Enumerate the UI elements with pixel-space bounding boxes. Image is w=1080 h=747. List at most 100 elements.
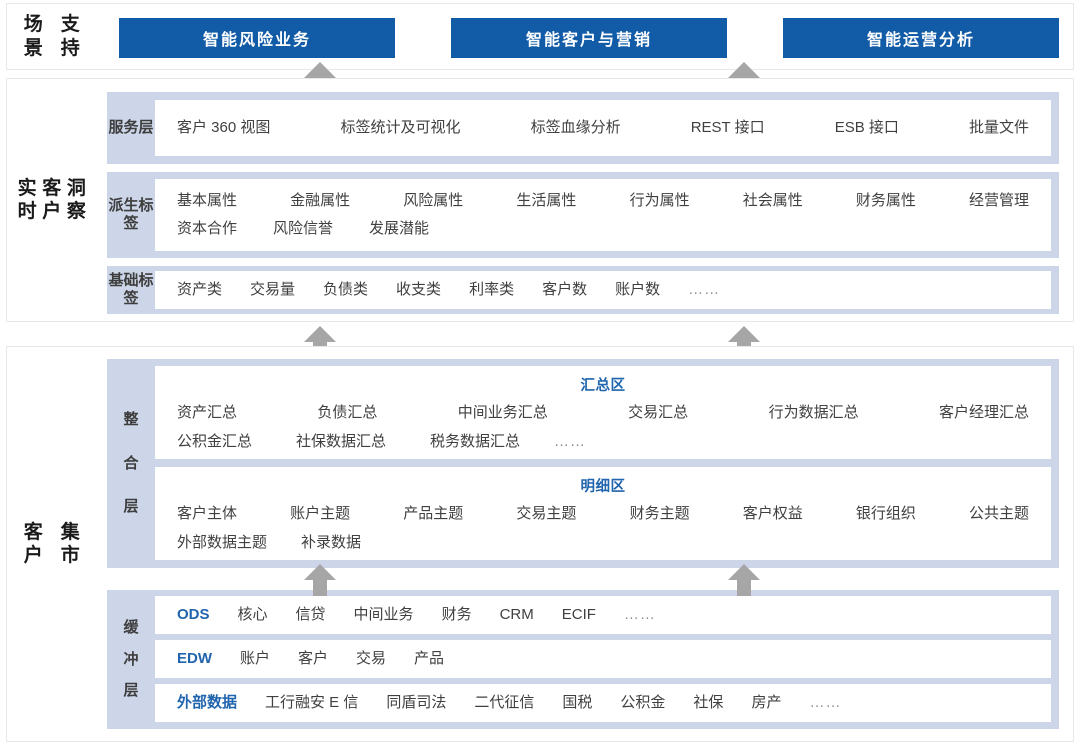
panel-service-layer: 服务层 客户 360 视图 标签统计及可视化 标签血缘分析 REST 接口 ES… xyxy=(107,92,1059,164)
base-tags-row: 资产类 交易量 负债类 收支类 利率类 客户数 账户数 …… xyxy=(177,276,1029,305)
tag-item[interactable]: 社会属性 xyxy=(742,191,803,209)
service-item[interactable]: 客户 360 视图 xyxy=(177,118,271,136)
detail-item[interactable]: 银行组织 xyxy=(855,505,916,522)
buffer-item[interactable]: 同盾司法 xyxy=(386,693,447,711)
tag-item[interactable]: 风险属性 xyxy=(403,191,464,209)
buffer-item[interactable]: 房产 xyxy=(751,693,782,711)
service-item[interactable]: 批量文件 xyxy=(968,118,1029,136)
buffer-item-ellipsis: …… xyxy=(623,605,656,623)
summary-item[interactable]: 中间业务汇总 xyxy=(457,404,548,421)
section-scene-support: 场景支持 智能风险业务 智能客户与营销 智能运营分析 xyxy=(6,3,1074,70)
sublayer-label-buffer: 缓 冲 层 xyxy=(107,590,155,729)
tag-item[interactable]: 经营管理 xyxy=(968,191,1029,209)
detail-item[interactable]: 公共主题 xyxy=(968,505,1029,522)
up-arrow-icon xyxy=(303,562,337,596)
tag-item[interactable]: 资本合作 xyxy=(177,220,238,237)
card-buffer-ods: ODS 核心 信贷 中间业务 财务 CRM ECIF …… xyxy=(155,596,1051,634)
buffer-item[interactable]: 社保 xyxy=(693,693,724,711)
buffer-item[interactable]: 财务 xyxy=(441,605,472,623)
summary-item[interactable]: 税务数据汇总 xyxy=(430,432,521,450)
tag-item[interactable]: 行为属性 xyxy=(629,191,690,209)
tag-item[interactable]: 负债类 xyxy=(323,280,369,298)
sublayer-label-integration: 整 合 层 xyxy=(107,359,155,568)
summary-item-ellipsis: …… xyxy=(554,432,587,450)
scene-button-customer-marketing[interactable]: 智能客户与营销 xyxy=(451,18,727,58)
buffer-item[interactable]: 客户 xyxy=(298,649,329,667)
buffer-item[interactable]: 工行融安 E 信 xyxy=(265,693,359,711)
summary-item[interactable]: 公积金汇总 xyxy=(177,432,253,450)
buffer-accent-ods[interactable]: ODS xyxy=(177,605,210,623)
tag-item[interactable]: 基本属性 xyxy=(177,191,238,209)
tag-item[interactable]: 生活属性 xyxy=(516,191,577,209)
scene-button-row: 智能风险业务 智能客户与营销 智能运营分析 xyxy=(119,18,1059,58)
card-summary-zone: 汇总区 资产汇总 负债汇总 中间业务汇总 交易汇总 行为数据汇总 客户经理汇总 … xyxy=(155,366,1051,459)
up-arrow-icon xyxy=(727,562,761,596)
tag-item[interactable]: 金融属性 xyxy=(290,191,351,209)
tag-item[interactable]: 收支类 xyxy=(396,280,442,298)
sublayer-char: 整 xyxy=(123,410,139,428)
sublayer-label-derived-tags: 派生标签 xyxy=(107,172,155,258)
tag-item[interactable]: 账户数 xyxy=(615,280,661,298)
label-line: 派生标签 xyxy=(108,197,154,232)
buffer-item[interactable]: 二代征信 xyxy=(474,693,535,711)
card-buffer-external: 外部数据 工行融安 E 信 同盾司法 二代征信 国税 公积金 社保 房产 …… xyxy=(155,684,1051,722)
sublayer-char: 合 xyxy=(123,454,139,472)
service-item[interactable]: 标签统计及可视化 xyxy=(340,118,461,136)
buffer-item[interactable]: 信贷 xyxy=(295,605,326,623)
detail-item[interactable]: 客户权益 xyxy=(742,505,803,522)
buffer-item[interactable]: CRM xyxy=(499,605,534,623)
detail-item[interactable]: 交易主题 xyxy=(516,505,577,522)
tag-item[interactable]: 客户数 xyxy=(542,280,588,298)
detail-item[interactable]: 财务主题 xyxy=(629,505,690,522)
tag-item[interactable]: 风险信誉 xyxy=(273,220,334,237)
buffer-item[interactable]: 产品 xyxy=(414,649,445,667)
sublayer-char: 冲 xyxy=(123,650,139,668)
detail-item[interactable]: 账户主题 xyxy=(290,505,351,522)
service-item[interactable]: 标签血缘分析 xyxy=(530,118,621,136)
section-customer-mart: 客户 集市 整 合 层 汇总区 资产汇总 负债汇总 中间业务汇总 交易汇总 行为数… xyxy=(6,346,1074,742)
buffer-item[interactable]: 公积金 xyxy=(620,693,666,711)
tag-item[interactable]: 发展潜能 xyxy=(369,220,430,237)
scene-button-operations-analytics[interactable]: 智能运营分析 xyxy=(783,18,1059,58)
service-item[interactable]: REST 接口 xyxy=(690,118,765,136)
scene-button-risk[interactable]: 智能风险业务 xyxy=(119,18,395,58)
buffer-item[interactable]: 账户 xyxy=(240,649,271,667)
summary-item[interactable]: 资产汇总 xyxy=(177,404,238,421)
panel-integration-layer: 整 合 层 汇总区 资产汇总 负债汇总 中间业务汇总 交易汇总 行为数据汇总 客… xyxy=(107,359,1059,568)
section-realtime-customer-insight: 实时客户洞察 服务层 客户 360 视图 标签统计及可视化 标签血缘分析 RES… xyxy=(6,78,1074,322)
buffer-item[interactable]: 中间业务 xyxy=(353,605,414,623)
tag-item[interactable]: 财务属性 xyxy=(855,191,916,209)
sublayer-char: 层 xyxy=(123,498,139,516)
panel-derived-tags: 派生标签 基本属性 金融属性 风险属性 生活属性 行为属性 社会属性 财务属性 … xyxy=(107,172,1059,258)
up-arrow-icon xyxy=(727,324,761,358)
label-line: 客户 xyxy=(42,177,62,222)
card-title-summary-zone: 汇总区 xyxy=(580,378,626,394)
service-item[interactable]: ESB 接口 xyxy=(834,118,899,136)
derived-tags-row: 资本合作 风险信誉 发展潜能 xyxy=(177,215,1029,244)
summary-item[interactable]: 客户经理汇总 xyxy=(938,404,1029,421)
tag-item[interactable]: 交易量 xyxy=(250,280,296,298)
buffer-row: EDW 账户 客户 交易 产品 xyxy=(177,645,1029,674)
card-service-layer: 客户 360 视图 标签统计及可视化 标签血缘分析 REST 接口 ESB 接口… xyxy=(155,100,1051,156)
detail-item[interactable]: 客户主体 xyxy=(177,505,238,522)
detail-zone-row: 外部数据主题 补录数据 xyxy=(177,529,1029,558)
buffer-accent-external-data[interactable]: 外部数据 xyxy=(177,693,238,711)
buffer-item[interactable]: ECIF xyxy=(561,605,596,623)
label-line: 集市 xyxy=(60,521,81,566)
summary-item[interactable]: 交易汇总 xyxy=(628,404,689,421)
summary-item[interactable]: 行为数据汇总 xyxy=(768,404,859,421)
buffer-item[interactable]: 交易 xyxy=(356,649,387,667)
service-layer-items: 客户 360 视图 标签统计及可视化 标签血缘分析 REST 接口 ESB 接口… xyxy=(155,106,1051,150)
detail-item[interactable]: 外部数据主题 xyxy=(177,533,268,551)
summary-item[interactable]: 社保数据汇总 xyxy=(296,432,387,450)
detail-item[interactable]: 补录数据 xyxy=(301,533,362,551)
tag-item[interactable]: 资产类 xyxy=(177,280,223,298)
detail-item[interactable]: 产品主题 xyxy=(403,505,464,522)
summary-item[interactable]: 负债汇总 xyxy=(317,404,378,421)
base-tags-items: 资产类 交易量 负债类 收支类 利率类 客户数 账户数 …… xyxy=(155,277,1051,303)
tag-item-ellipsis: …… xyxy=(688,280,721,298)
buffer-item[interactable]: 国税 xyxy=(562,693,593,711)
buffer-item[interactable]: 核心 xyxy=(237,605,268,623)
tag-item[interactable]: 利率类 xyxy=(469,280,515,298)
buffer-accent-edw[interactable]: EDW xyxy=(177,649,212,667)
